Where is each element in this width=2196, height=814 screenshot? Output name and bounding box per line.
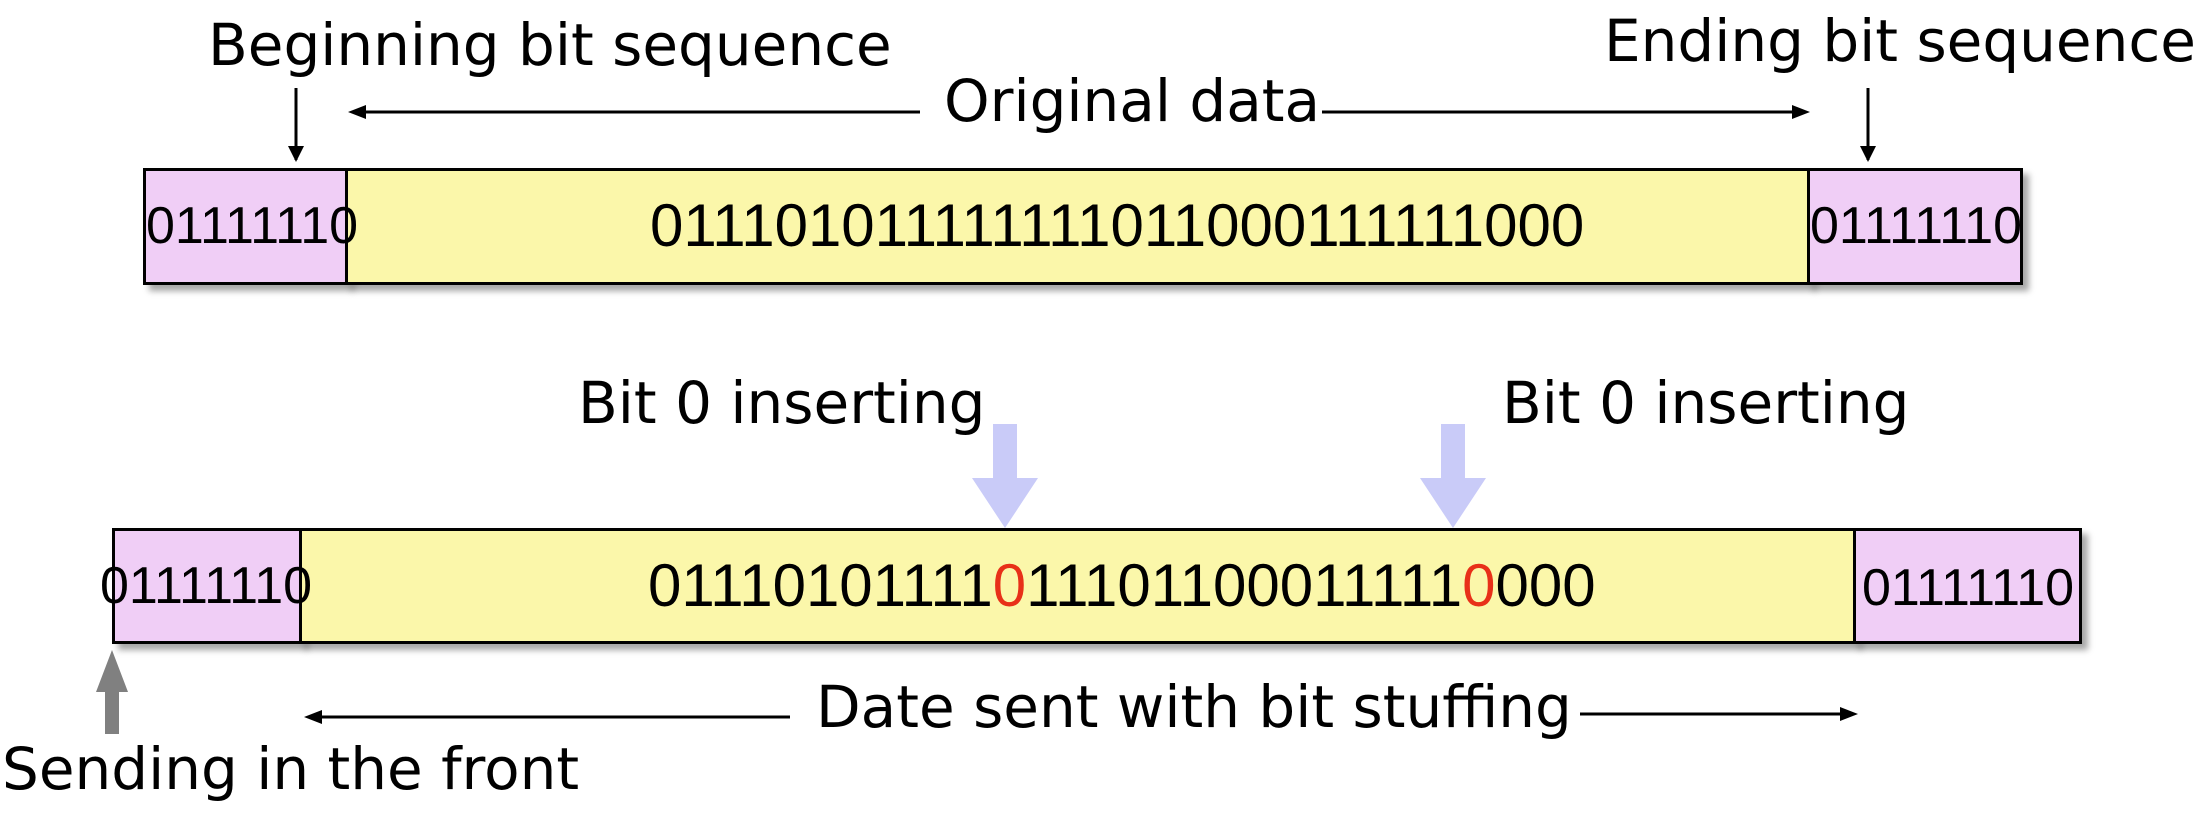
bottom-end-flag-bits: 01111110: [1862, 559, 2075, 617]
top-end-flag-box: [1807, 168, 2023, 285]
sending-front-up-arrow: [96, 650, 128, 734]
date-sent-with-bit-stuffing-label: Date sent with bit stuffing: [816, 673, 1572, 741]
data-segment-2: 11101100011111: [1026, 552, 1463, 619]
insert-arrow-1: [972, 424, 1038, 528]
bottom-start-flag-box: [112, 528, 302, 644]
top-end-flag-bits: 01111110: [1810, 197, 2023, 255]
insert-arrow-2: [1420, 424, 1486, 528]
data-segment-3: 000: [1495, 552, 1596, 619]
top-original-data-bits: 011101011111111011000111111000: [650, 192, 1585, 259]
sending-in-the-front-label: Sending in the front: [2, 735, 580, 803]
bottom-end-flag-box: [1853, 528, 2082, 644]
top-data-box: [345, 168, 1810, 285]
stuffed-bit-1: 0: [992, 552, 1027, 619]
bit-0-inserting-label-2: Bit 0 inserting: [1502, 369, 1910, 437]
bottom-start-flag-bits: 01111110: [100, 557, 313, 615]
ending-bit-sequence-label: Ending bit sequence: [1604, 7, 2196, 75]
data-segment-1: 01110101111: [648, 552, 993, 619]
stuffed-bit-2: 0: [1462, 552, 1496, 619]
original-data-label: Original data: [944, 67, 1321, 135]
top-start-flag-bits: 01111110: [146, 197, 359, 255]
beginning-bit-sequence-label: Beginning bit sequence: [208, 11, 892, 79]
bit-0-inserting-label-1: Bit 0 inserting: [578, 369, 986, 437]
bottom-stuffed-data-bits: 011101011110111011000111110000: [648, 556, 1596, 616]
